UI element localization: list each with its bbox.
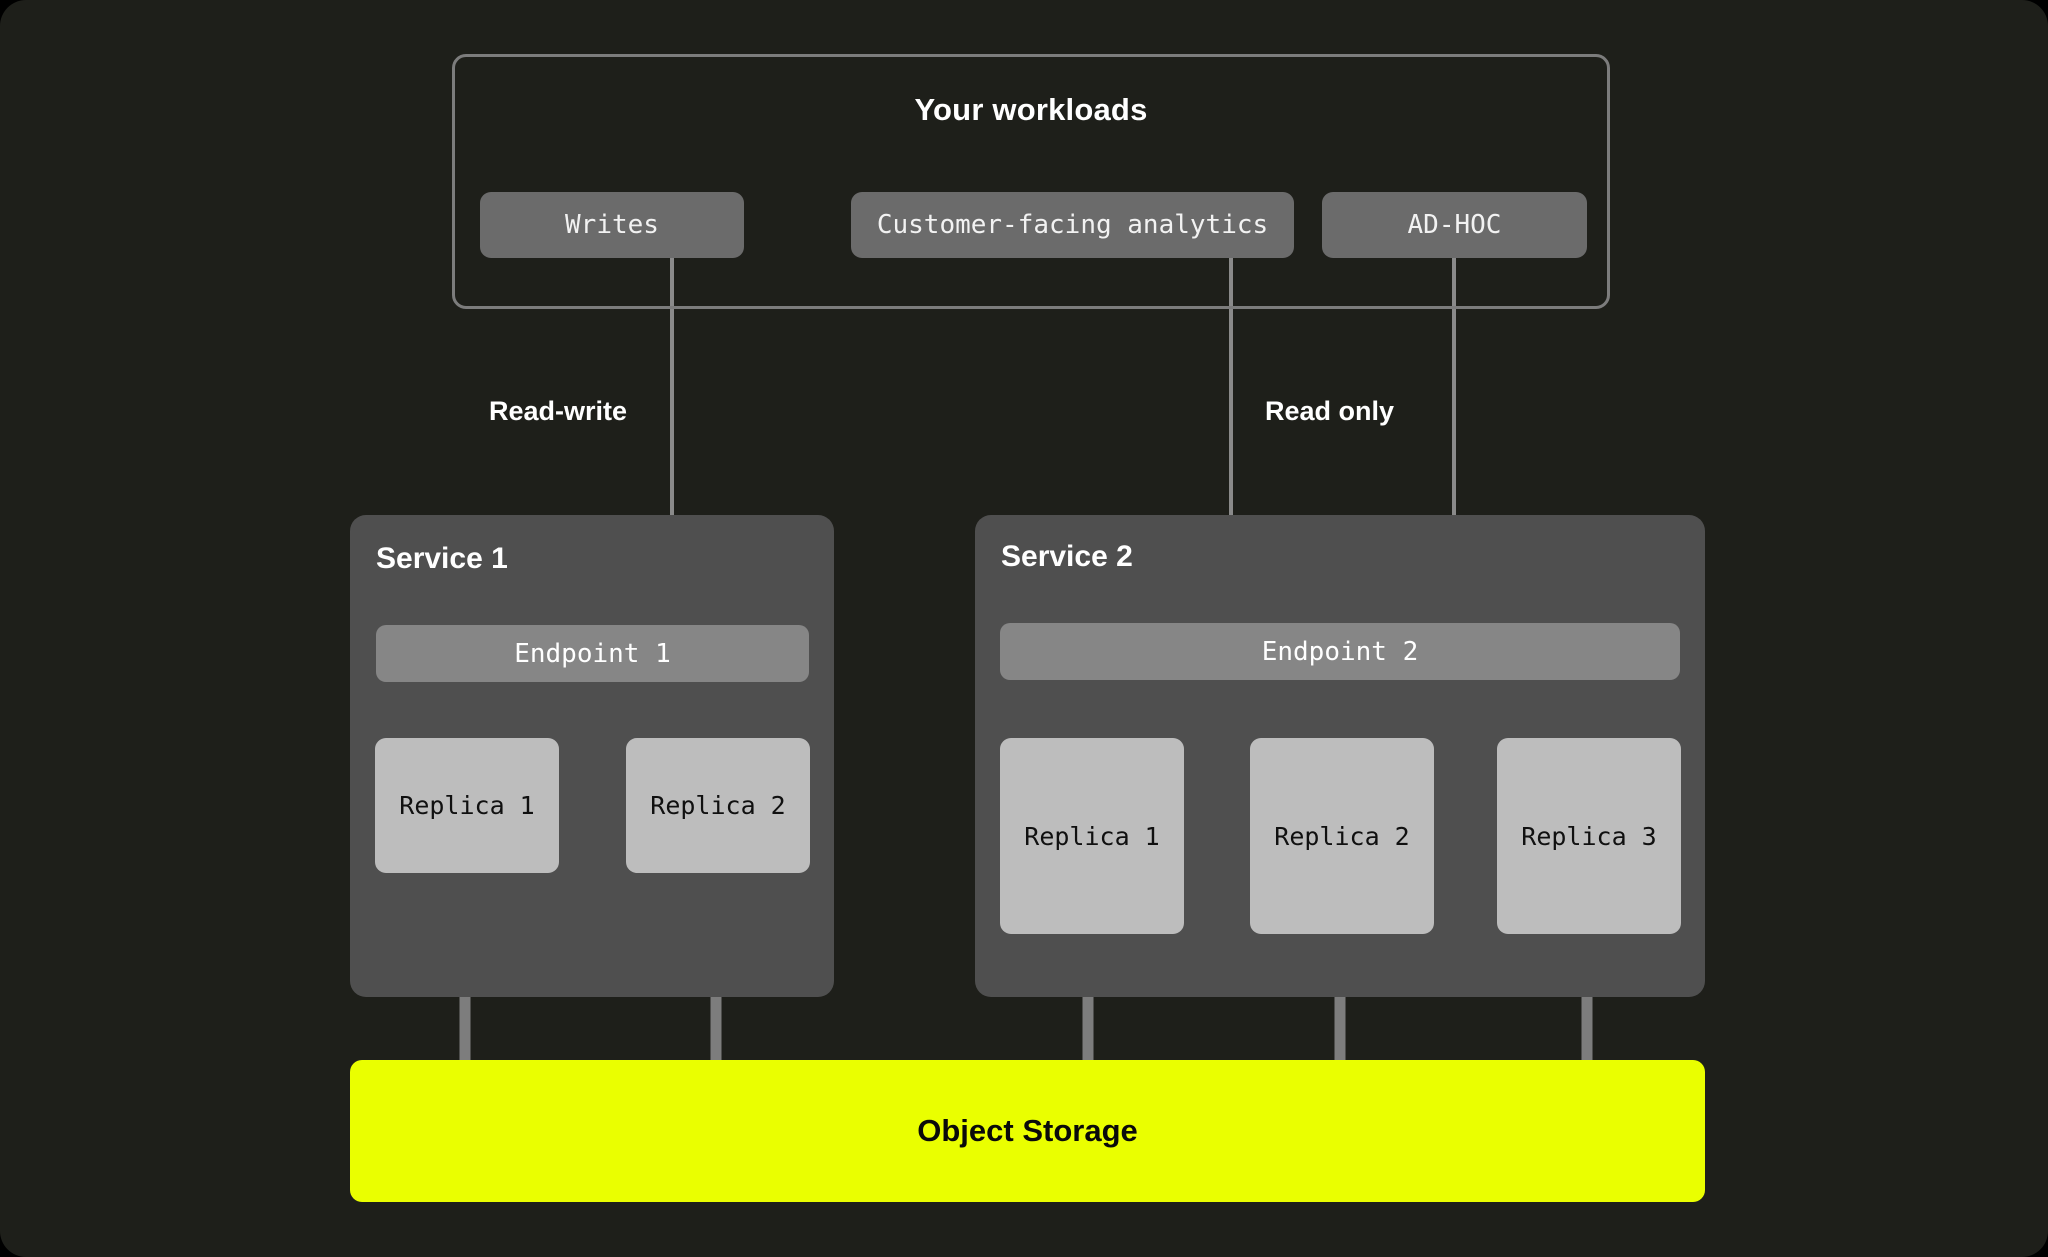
service-2-replica-2[interactable]: Replica 2 — [1250, 738, 1434, 934]
service-2-replica-1[interactable]: Replica 1 — [1000, 738, 1184, 934]
service-1-replica-2[interactable]: Replica 2 — [626, 738, 810, 873]
workload-chip-writes[interactable]: Writes — [480, 192, 744, 258]
service-2-replica-3[interactable]: Replica 3 — [1497, 738, 1681, 934]
workloads-container — [452, 54, 1610, 309]
object-storage-bar[interactable]: Object Storage — [350, 1060, 1705, 1202]
service-2-title: Service 2 — [1001, 540, 1133, 573]
service-2-endpoint[interactable]: Endpoint 2 — [1000, 623, 1680, 680]
edge-label-read-write: Read-write — [489, 396, 628, 426]
workloads-title: Your workloads — [914, 92, 1148, 127]
service-1-title: Service 1 — [376, 542, 508, 575]
edge-label-read-only: Read only — [1265, 396, 1395, 426]
workload-chip-customer-facing-analytics[interactable]: Customer-facing analytics — [851, 192, 1294, 258]
service-1-replica-1[interactable]: Replica 1 — [375, 738, 559, 873]
service-1-endpoint[interactable]: Endpoint 1 — [376, 625, 809, 682]
workload-chip-ad-hoc[interactable]: AD-HOC — [1322, 192, 1587, 258]
